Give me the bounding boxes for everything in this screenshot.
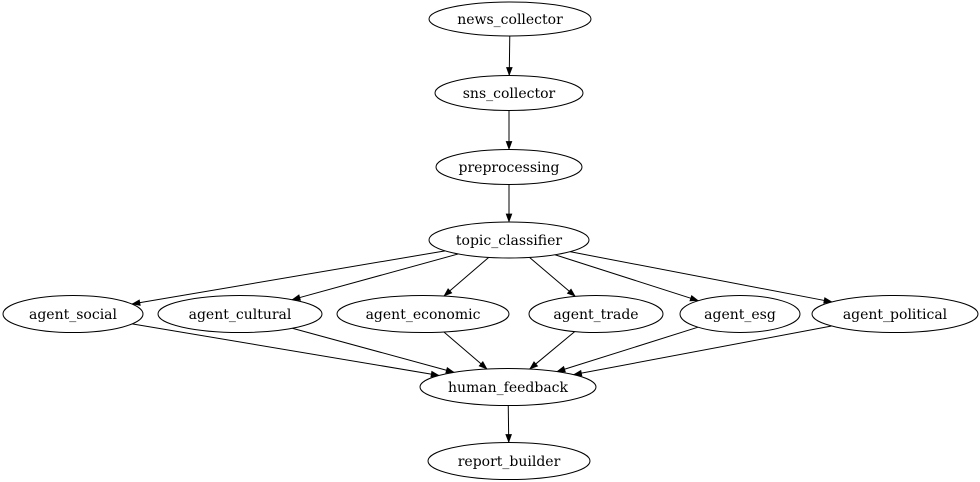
- edge-agent_social-human_feedback: [132, 323, 440, 378]
- node-report_builder: report_builder: [427, 442, 591, 480]
- edge-topic_classifier-agent_cultural: [291, 253, 459, 301]
- node-agent_social: agent_social: [2, 295, 144, 333]
- node-ellipse-agent_economic: [336, 295, 510, 333]
- edge-human_feedback-report_builder: [505, 405, 512, 444]
- node-agent_political: agent_political: [811, 295, 979, 333]
- node-label-topic_classifier: topic_classifier: [456, 233, 562, 249]
- edge-topic_classifier-agent_economic: [443, 257, 490, 297]
- node-label-news_collector: news_collector: [457, 12, 563, 28]
- node-agent_cultural: agent_cultural: [157, 295, 323, 333]
- node-label-human_feedback: human_feedback: [448, 380, 569, 396]
- edge-topic_classifier-agent_trade: [529, 257, 576, 297]
- node-topic_classifier: topic_classifier: [428, 221, 590, 259]
- node-ellipse-human_feedback: [419, 368, 597, 406]
- node-ellipse-agent_social: [2, 295, 144, 333]
- node-sns_collector: sns_collector: [434, 75, 584, 111]
- node-ellipse-agent_trade: [528, 295, 664, 333]
- node-label-agent_cultural: agent_cultural: [189, 307, 292, 323]
- node-label-sns_collector: sns_collector: [463, 86, 556, 102]
- edge-layer: [131, 35, 833, 444]
- edge-topic_classifier-agent_social: [131, 250, 446, 306]
- edge-agent_political-human_feedback: [572, 325, 832, 377]
- node-preprocessing: preprocessing: [435, 149, 583, 185]
- node-label-agent_economic: agent_economic: [366, 307, 481, 323]
- node-news_collector: news_collector: [428, 1, 592, 37]
- node-ellipse-agent_esg: [679, 295, 801, 333]
- node-ellipse-sns_collector: [434, 75, 584, 111]
- edge-agent_esg-human_feedback: [556, 326, 699, 373]
- node-ellipse-agent_cultural: [157, 295, 323, 333]
- node-ellipse-report_builder: [427, 442, 591, 480]
- node-label-report_builder: report_builder: [458, 454, 561, 470]
- node-label-agent_political: agent_political: [843, 307, 948, 323]
- edge-agent_cultural-human_feedback: [292, 327, 455, 374]
- node-ellipse-topic_classifier: [428, 221, 590, 259]
- edge-agent_trade-human_feedback: [529, 331, 576, 370]
- edge-agent_economic-human_feedback: [443, 331, 488, 370]
- node-label-preprocessing: preprocessing: [459, 160, 560, 176]
- node-agent_economic: agent_economic: [336, 295, 510, 333]
- node-ellipse-news_collector: [428, 1, 592, 37]
- edge-topic_classifier-agent_political: [569, 251, 833, 304]
- node-human_feedback: human_feedback: [419, 368, 597, 406]
- node-label-agent_social: agent_social: [29, 307, 118, 323]
- edge-topic_classifier-agent_esg: [554, 254, 699, 302]
- node-agent_esg: agent_esg: [679, 295, 801, 333]
- node-label-agent_trade: agent_trade: [553, 307, 638, 323]
- edge-news_collector-sns_collector: [506, 35, 513, 77]
- node-agent_trade: agent_trade: [528, 295, 664, 333]
- node-ellipse-agent_political: [811, 295, 979, 333]
- node-ellipse-preprocessing: [435, 149, 583, 185]
- node-label-agent_esg: agent_esg: [704, 307, 776, 323]
